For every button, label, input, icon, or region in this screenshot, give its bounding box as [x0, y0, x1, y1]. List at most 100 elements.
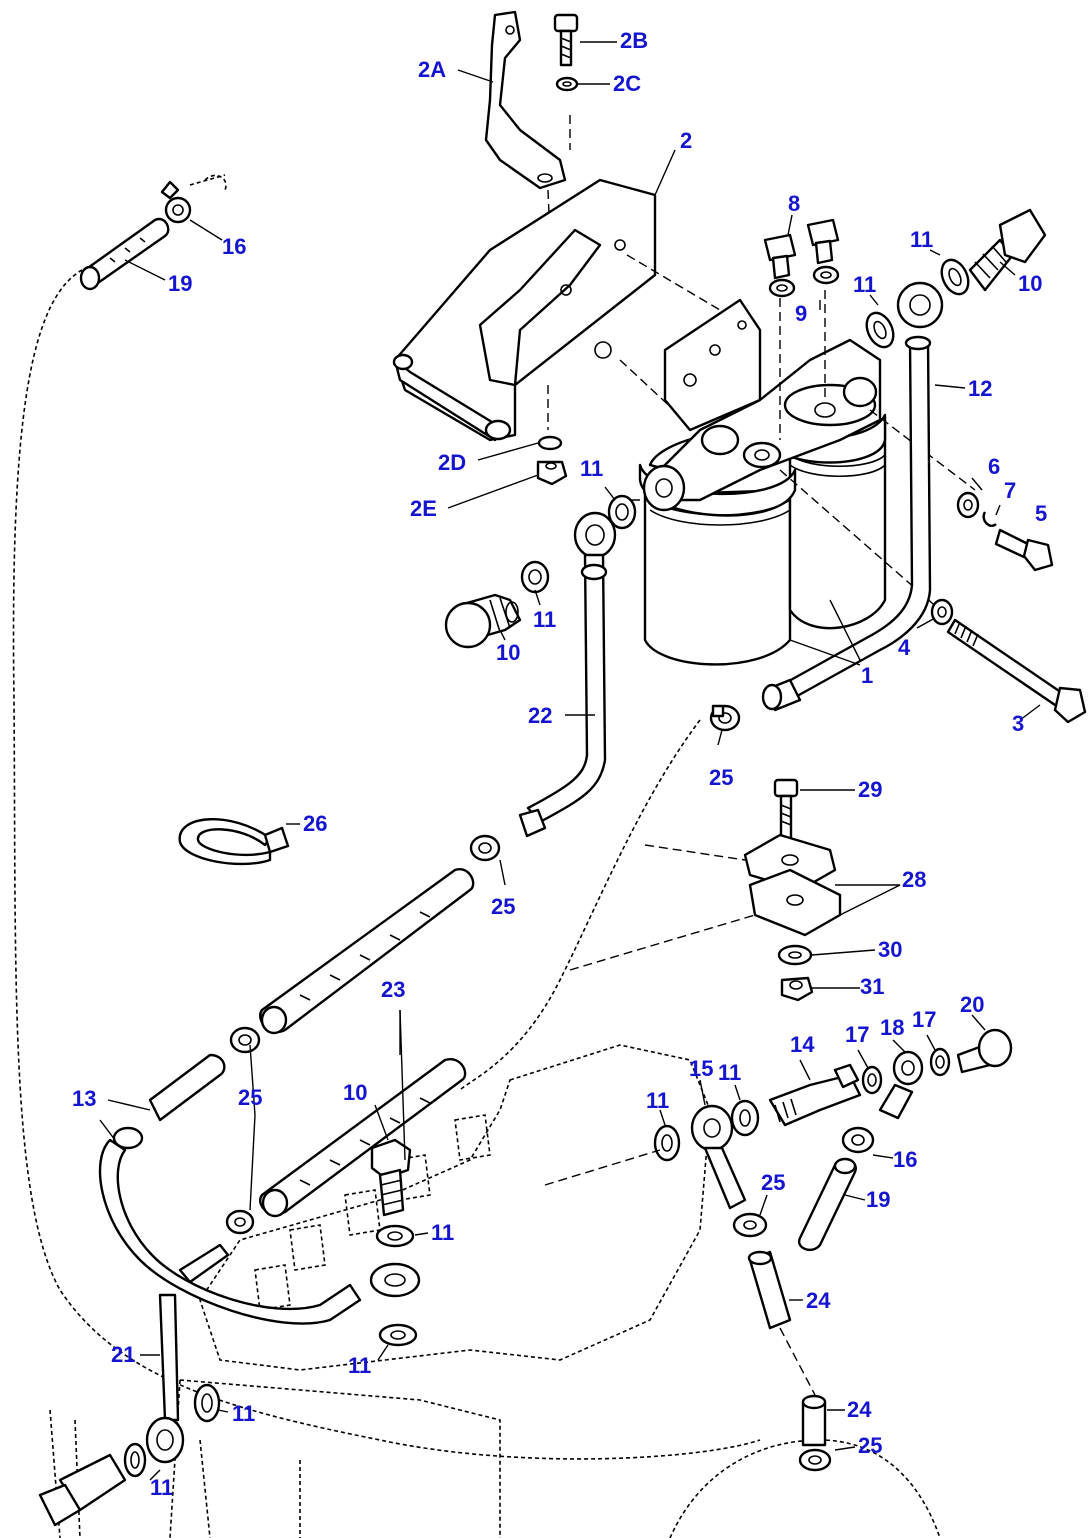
fuel-pipe-12 [778, 338, 932, 702]
fuel-pipe-13 [98, 1138, 362, 1325]
washer-11-lower-center [378, 1323, 418, 1347]
nut-2e [536, 460, 568, 486]
callout-23: 23 [381, 977, 406, 1002]
washer-11-right-top [730, 1099, 760, 1137]
callout-13: 13 [72, 1086, 97, 1111]
callout-4: 4 [898, 635, 911, 660]
callout-11-bottom-left: 11 [150, 1475, 174, 1500]
washer-4 [930, 598, 954, 626]
callout-19-left: 19 [168, 271, 193, 296]
hose-clamp-25-right [732, 1212, 768, 1238]
bolt-29-shank [779, 794, 793, 842]
callout-21: 21 [111, 1342, 136, 1367]
callout-30: 30 [878, 937, 903, 962]
callout-22: 22 [528, 703, 553, 728]
washer-9-b [812, 265, 840, 285]
bolt-3-shank [946, 618, 1067, 709]
callout-15: 15 [689, 1056, 714, 1081]
washer-11-center [375, 1224, 415, 1248]
callout-12: 12 [968, 376, 993, 401]
routing-outline-mid [459, 719, 701, 1091]
bolt-8-b [806, 218, 840, 247]
callout-16-left: 16 [222, 234, 247, 259]
filter-head-port-left [642, 464, 686, 512]
eye-fitting-13 [369, 1262, 421, 1298]
washer-11-lower-left [193, 1383, 221, 1423]
washer-17-a [861, 1065, 883, 1095]
callout-16-right: 16 [893, 1147, 918, 1172]
hose-clamp-25-bottom [798, 1448, 832, 1472]
bracket-2a-hole [505, 25, 515, 35]
eye-fitting-12 [896, 281, 944, 329]
fuel-pipe-13-stub [148, 1053, 226, 1122]
callout-31: 31 [860, 974, 885, 999]
washer-2c [555, 76, 579, 92]
callout-5: 5 [1035, 501, 1048, 526]
callout-26: 26 [303, 811, 328, 836]
washer-11-bottom-left [123, 1442, 147, 1478]
callout-2c: 2C [613, 71, 642, 96]
fuel-pipe-22 [526, 553, 607, 824]
washer-9-a [768, 278, 796, 298]
callout-11-right-top: 11 [718, 1060, 742, 1085]
callout-28: 28 [902, 867, 927, 892]
bolt-5-head [1022, 538, 1054, 572]
bracket-2a-hole-2 [537, 173, 553, 183]
leader-lines [99, 41, 1041, 1481]
fuel-pipe-21 [158, 1293, 180, 1422]
washer-30 [777, 944, 813, 966]
washer-17-b [929, 1047, 951, 1077]
callout-9: 9 [795, 301, 808, 326]
bracket-2a [484, 10, 567, 190]
plug-20 [977, 1028, 1013, 1068]
callout-1: 1 [861, 663, 874, 688]
routing-outline-left [12, 269, 761, 1460]
eye-fitting-21 [145, 1416, 185, 1464]
clamp-block-28-top [743, 833, 837, 892]
callout-25-mid: 25 [491, 894, 516, 919]
callout-2d: 2D [438, 450, 467, 475]
callout-25-left: 25 [238, 1085, 263, 1110]
washer-6 [956, 491, 980, 519]
washer-11-top-right [940, 258, 970, 296]
callout-17-b: 17 [912, 1007, 937, 1032]
callout-3: 3 [1012, 711, 1025, 736]
hose-clamp-16-right [841, 1126, 875, 1154]
hose-band-26 [178, 818, 272, 866]
callout-11-center: 11 [431, 1220, 455, 1245]
bolt-2b-head [553, 13, 579, 33]
callout-24-lower: 24 [847, 1397, 872, 1422]
washer-11-right [865, 311, 895, 349]
bolt-8-a [763, 233, 797, 262]
callout-10-center: 10 [343, 1080, 368, 1105]
elbow-18 [892, 1050, 924, 1086]
callout-11-top-right: 11 [910, 227, 934, 252]
callout-11-lower-left: 11 [232, 1401, 256, 1426]
callout-11-filter-left: 11 [580, 456, 604, 481]
filter-cartridge-1-right [788, 413, 887, 630]
callout-2a: 2A [418, 57, 447, 82]
callout-11-right: 11 [853, 272, 877, 297]
bolt-29-head [773, 778, 799, 798]
hose-clamp-25-left-lower [225, 1209, 255, 1235]
washer-2d [537, 435, 563, 451]
washer-11-left [520, 560, 550, 594]
engine-block-outline [199, 1044, 711, 1371]
callout-25-upper: 25 [709, 765, 734, 790]
eye-fitting-15 [690, 1104, 734, 1152]
callout-25-right: 25 [761, 1170, 786, 1195]
callout-14: 14 [790, 1032, 815, 1057]
eye-fitting-22 [573, 511, 617, 559]
callout-24-upper: 24 [806, 1288, 831, 1313]
callout-10-left: 10 [496, 640, 521, 665]
callout-2: 2 [680, 128, 693, 153]
callout-10-top: 10 [1018, 271, 1043, 296]
callout-11-right-mid: 11 [646, 1088, 670, 1113]
callout-7: 7 [1004, 478, 1017, 503]
bracket-2-face [478, 228, 602, 387]
callout-11-left: 11 [533, 607, 557, 632]
callout-11-lower-center: 11 [348, 1353, 372, 1378]
hose-clamp-25-mid [469, 834, 501, 862]
hose-clamp-25-left-upper [229, 1026, 261, 1054]
